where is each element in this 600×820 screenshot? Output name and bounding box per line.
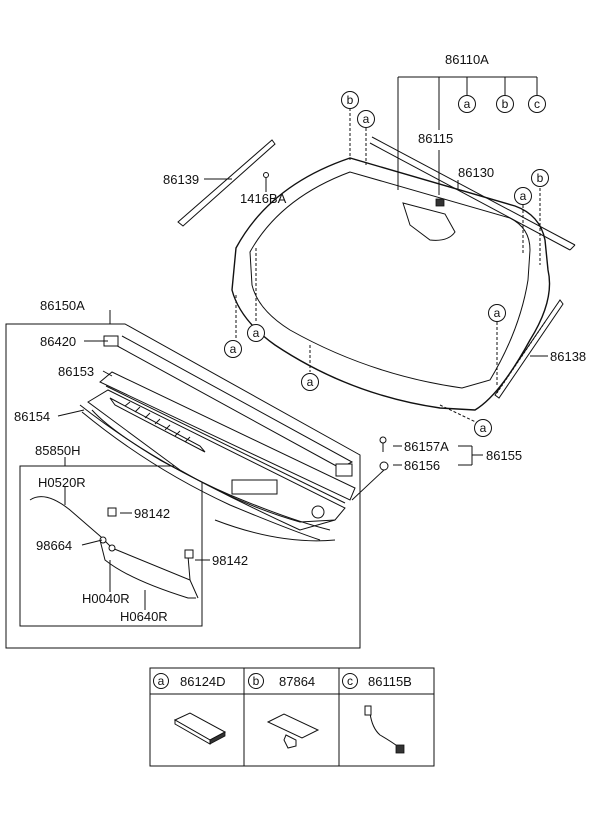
- callout-b-top: b: [502, 97, 509, 111]
- legend-table: a 86124D b 87864 c 86115B: [149, 667, 435, 767]
- legend-part-a: 86124D: [180, 674, 226, 689]
- legend-letter-c: c: [347, 674, 353, 688]
- callout-a-right: a: [520, 189, 527, 203]
- label-H0040R: H0040R: [82, 591, 130, 606]
- label-86157A: 86157A: [404, 439, 449, 454]
- legend-image-b: [266, 713, 320, 749]
- leader-lines-86110A: [397, 76, 538, 195]
- label-86139: 86139: [163, 172, 199, 187]
- roof-moulding-strip: [369, 136, 576, 251]
- label-86154: 86154: [14, 409, 50, 424]
- callout-c-top: c: [534, 97, 540, 111]
- label-98142-lower: 98142: [212, 553, 248, 568]
- side-moulding-right: [494, 299, 564, 399]
- callout-b-left: b: [347, 93, 354, 107]
- label-86150A: 86150A: [40, 298, 85, 313]
- callout-a-bottom-left-2: a: [230, 342, 237, 356]
- label-86420: 86420: [40, 334, 76, 349]
- label-86110A: 86110A: [445, 52, 489, 67]
- callout-circles: a b c b a b a a a a a a: [224, 91, 549, 437]
- label-86130: 86130: [458, 165, 494, 180]
- callout-a-bottom-center: a: [307, 375, 314, 389]
- legend-part-c: 86115B: [368, 674, 412, 689]
- label-86155: 86155: [486, 448, 522, 463]
- label-86138: 86138: [550, 349, 586, 364]
- glass-callouts: [235, 108, 541, 426]
- callout-a-top: a: [464, 97, 471, 111]
- fasteners: [351, 436, 389, 501]
- label-H0520R: H0520R: [38, 475, 86, 490]
- legend-image-c: [364, 705, 405, 754]
- label-98142-upper: 98142: [134, 506, 170, 521]
- cowl-top-cover: [79, 335, 356, 542]
- callout-a-bottom-left-1: a: [253, 326, 260, 340]
- label-1416BA: 1416BA: [240, 191, 287, 206]
- label-86153: 86153: [58, 364, 94, 379]
- callout-a-right-middle: a: [494, 306, 501, 320]
- legend-part-b: 87864: [279, 674, 315, 689]
- cowl-assembly-box: [5, 323, 361, 649]
- part-labels: 86110A 86115 86130 86139 1416BA 86150A 8…: [14, 52, 586, 624]
- callout-a-left: a: [363, 112, 370, 126]
- label-86156: 86156: [404, 458, 440, 473]
- legend-letter-a: a: [158, 674, 165, 688]
- label-H0640R: H0640R: [120, 609, 168, 624]
- label-85850H: 85850H: [35, 443, 81, 458]
- legend-letter-b: b: [253, 674, 260, 688]
- label-86115: 86115: [418, 131, 453, 146]
- side-moulding-left: [177, 139, 276, 227]
- windshield-glass: [231, 157, 551, 411]
- callout-b-right: b: [537, 171, 544, 185]
- label-leader-lines: [57, 178, 548, 610]
- callout-a-bottom-right: a: [480, 421, 487, 435]
- washer-hoses: [29, 496, 199, 599]
- label-98664: 98664: [36, 538, 72, 553]
- legend-image-a: [173, 712, 227, 745]
